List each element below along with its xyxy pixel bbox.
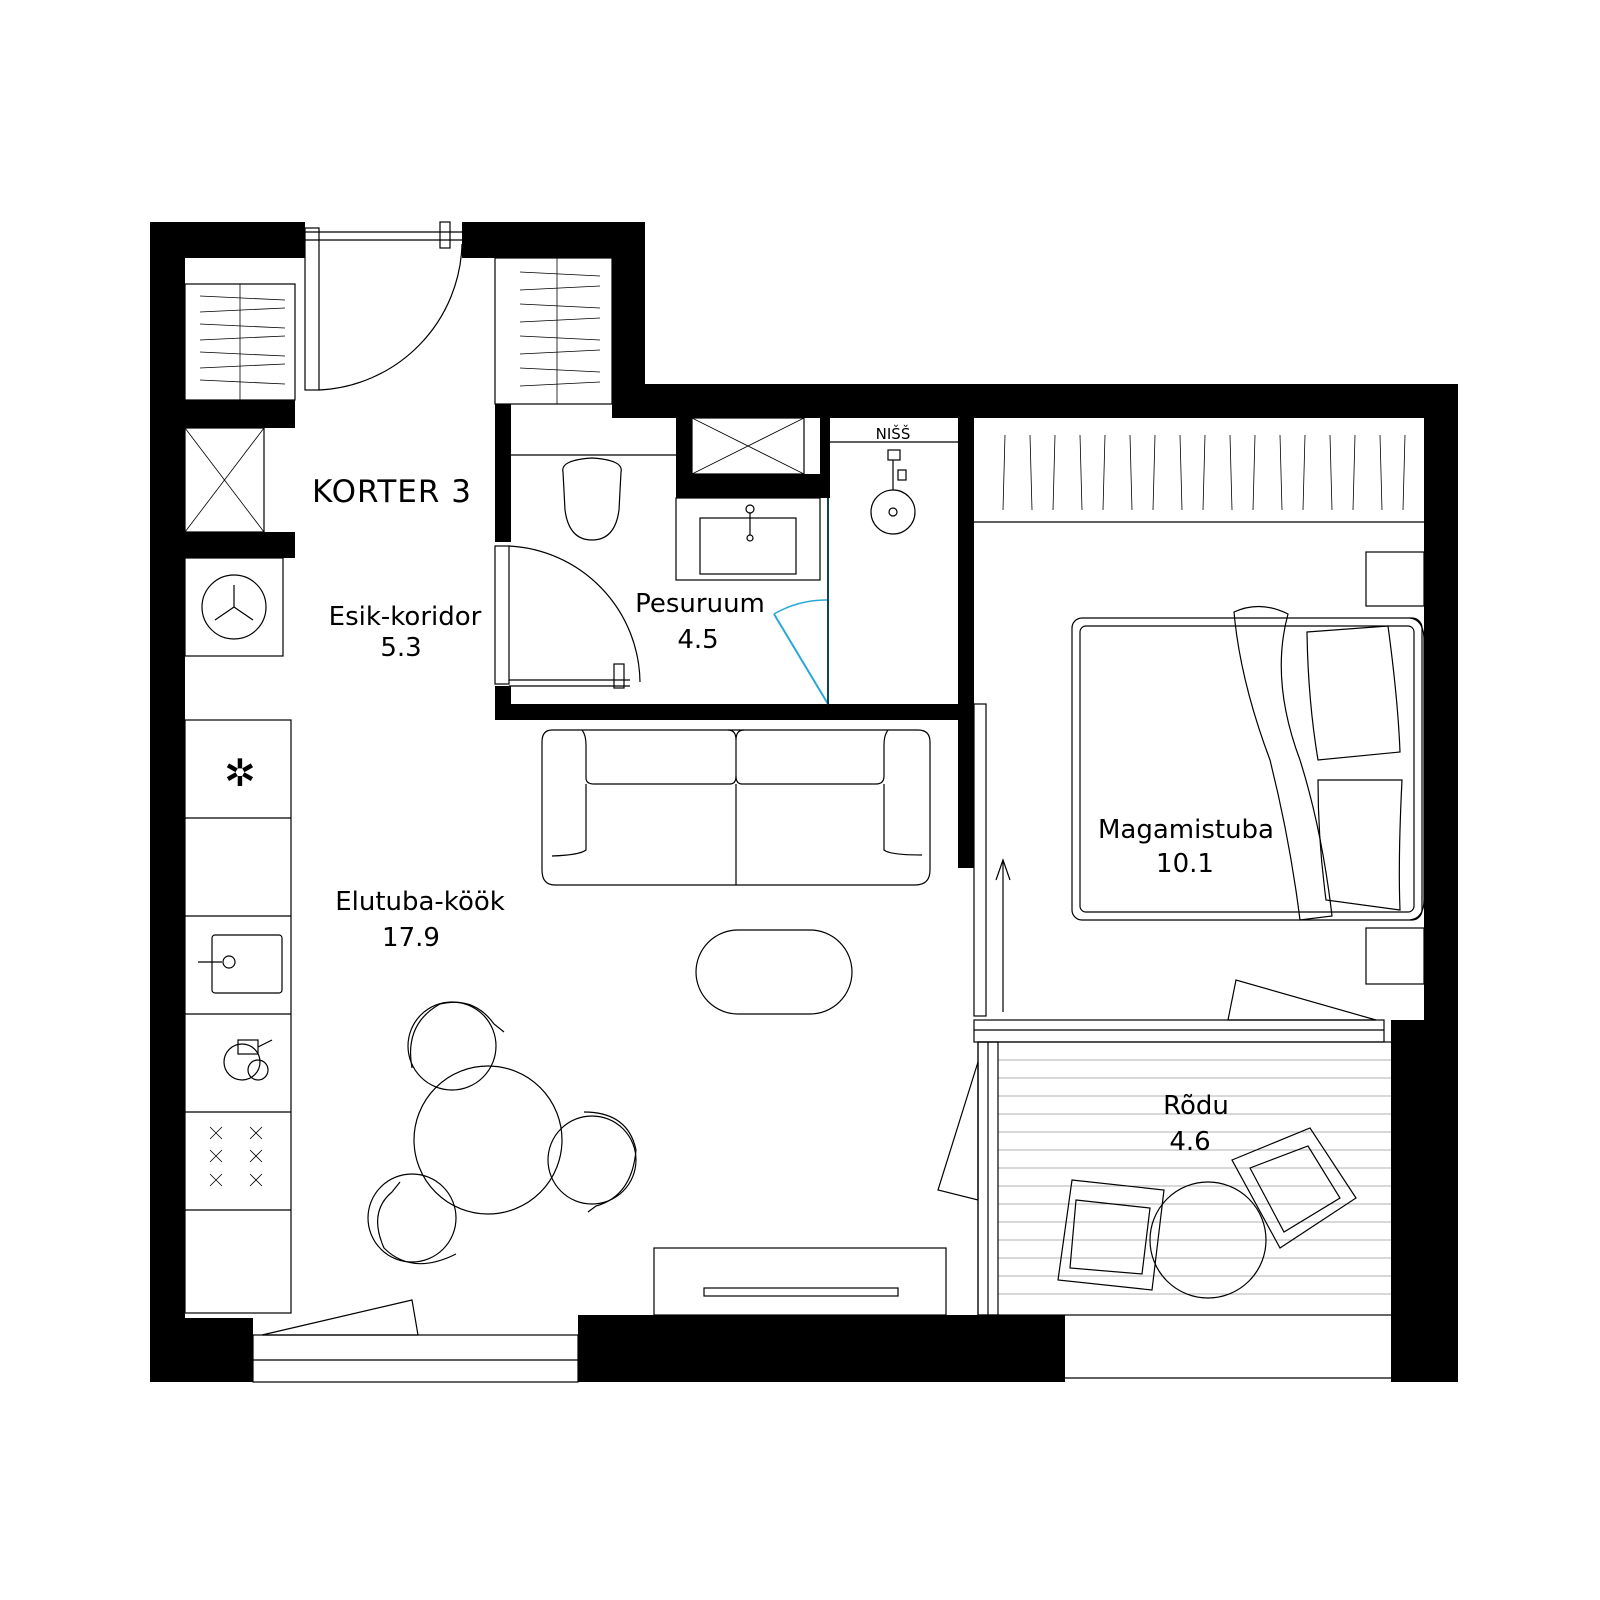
shower: NIŠŠ xyxy=(830,424,958,535)
svg-text:✲: ✲ xyxy=(224,751,256,795)
room-name-pesuruum: Pesuruum xyxy=(635,589,765,619)
chair-icon xyxy=(367,1173,457,1265)
room-name-rodu: Rõdu xyxy=(1163,1091,1229,1121)
sink-icon xyxy=(675,497,821,581)
fan-icon xyxy=(201,574,267,640)
wardrobe-left xyxy=(184,283,296,401)
bathroom-door[interactable] xyxy=(494,545,641,689)
ventilation-shaft xyxy=(184,427,265,533)
toilet-icon xyxy=(511,454,676,541)
room-area-pesuruum: 4.5 xyxy=(677,625,718,655)
room-name-elutuba: Elutuba-köök xyxy=(335,887,505,917)
apartment-title: KORTER 3 xyxy=(312,474,472,510)
room-name-esik: Esik-koridor xyxy=(329,602,482,632)
dishwasher-icon xyxy=(223,1039,273,1081)
window xyxy=(252,1299,579,1383)
kitchen-counter xyxy=(184,557,292,1314)
sink-icon xyxy=(198,934,283,994)
niche-label: NIŠŠ xyxy=(876,424,911,443)
table-icon xyxy=(695,929,853,1015)
wardrobe-bedroom xyxy=(974,434,1424,523)
dining-table xyxy=(413,1065,563,1215)
room-area-esik: 5.3 xyxy=(380,633,421,663)
room-area-rodu: 4.6 xyxy=(1169,1127,1210,1157)
room-name-magamistuba: Magamistuba xyxy=(1098,815,1274,845)
entrance-door[interactable] xyxy=(304,221,463,391)
room-area-magamistuba: 10.1 xyxy=(1156,849,1214,879)
shower-glass-door[interactable] xyxy=(773,498,829,705)
armchair-icon xyxy=(1231,1127,1357,1249)
wardrobe-right xyxy=(494,257,613,405)
bed-icon xyxy=(1071,605,1425,921)
walls xyxy=(150,222,1458,1382)
tv-unit xyxy=(653,1247,947,1316)
table-icon xyxy=(1149,1181,1267,1299)
room-area-elutuba: 17.9 xyxy=(382,923,440,953)
labels: KORTER 3 Esik-koridor 5.3 Pesuruum 4.5 E… xyxy=(312,474,1274,1157)
freezer-icon: ✲ xyxy=(224,751,256,795)
chair-icon xyxy=(407,1001,505,1091)
chair-icon xyxy=(547,1111,637,1213)
sofa-icon xyxy=(541,729,931,886)
washing-machine-icon xyxy=(691,417,805,475)
balcony-sliding-door[interactable] xyxy=(973,703,1011,1017)
nightstand xyxy=(1365,551,1425,607)
armchair-icon xyxy=(1057,1179,1165,1291)
cooktop-icon xyxy=(209,1126,263,1187)
nightstand xyxy=(1365,927,1425,985)
window xyxy=(973,979,1385,1043)
balcony-deck xyxy=(937,1041,1393,1379)
